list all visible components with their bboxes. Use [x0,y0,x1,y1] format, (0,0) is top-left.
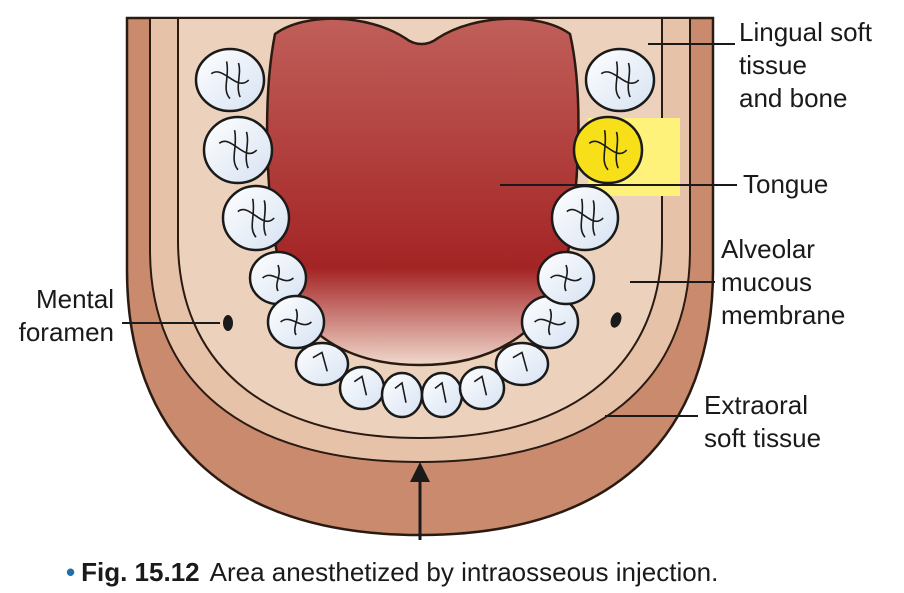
label-line: Lingual soft [739,17,872,47]
label-line: Alveolar [721,234,815,264]
caption-text: Area anesthetized by intraosseous inject… [209,557,719,587]
tooth-fissure [210,61,250,100]
teeth-group [194,47,656,419]
tooth-fissure [588,130,628,171]
label-mental-foramen: Mental foramen [0,283,114,349]
tooth [494,341,550,387]
tooth-crown [494,341,550,387]
tooth-fissure [534,308,566,336]
tooth-crown [221,184,291,252]
tooth [221,184,291,252]
tooth [572,115,644,185]
figure-caption: •Fig. 15.12 Area anesthetized by intraoss… [66,557,866,588]
label-lingual-soft-tissue: Lingual soft tissue and bone [739,16,872,115]
tooth-fissure [312,351,328,372]
tooth-crown [572,115,644,185]
tooth [266,294,326,350]
caption-figure-number: Fig. 15.12 [81,557,200,587]
tooth [380,371,424,419]
tooth-crown [420,371,464,419]
tooth-crown [458,365,506,411]
label-tongue: Tongue [743,168,828,201]
tooth [584,47,656,113]
tooth-fissure [473,375,488,396]
mental-foramen-left [223,315,233,331]
injection-arrow-head [410,462,430,482]
tooth [550,184,620,252]
label-line: and bone [739,83,848,113]
tooth-fissure [512,351,528,372]
tooth-fissure [218,130,258,171]
label-line: soft tissue [704,423,822,453]
label-extraoral-soft-tissue: Extraoral soft tissue [704,389,821,455]
tooth [294,341,350,387]
tooth-crown [338,365,386,411]
tooth [338,365,386,411]
label-line: Extraoral [704,390,809,420]
tooth-fissure [434,381,447,403]
label-line: Mental [35,284,114,314]
tooth-fissure [600,61,640,100]
tooth-crown [584,47,656,113]
tooth [458,365,506,411]
tooth-crown [194,47,266,113]
tooth-crown [380,371,424,419]
tooth-fissure [262,264,294,292]
tooth [420,371,464,419]
label-line: tissue [739,50,807,80]
label-line: foramen [18,317,114,347]
tooth [536,250,596,306]
tooth-fissure [237,198,275,238]
tooth-fissure [280,308,312,336]
tooth-fissure [394,381,407,403]
tooth-crown [550,184,620,252]
label-alveolar-mucous-membrane: Alveolar mucous membrane [721,233,845,332]
tooth-fissure [353,375,368,396]
mental-foramen-right [610,312,622,328]
tooth-crown [202,115,274,185]
label-line: Tongue [743,169,829,199]
tooth [202,115,274,185]
label-line: mucous [721,267,813,297]
tooth-fissure [566,198,604,238]
label-line: membrane [721,300,846,330]
tooth-fissure [550,264,582,292]
tooth-crown [294,341,350,387]
caption-bullet: • [66,557,76,587]
tooth [194,47,266,113]
